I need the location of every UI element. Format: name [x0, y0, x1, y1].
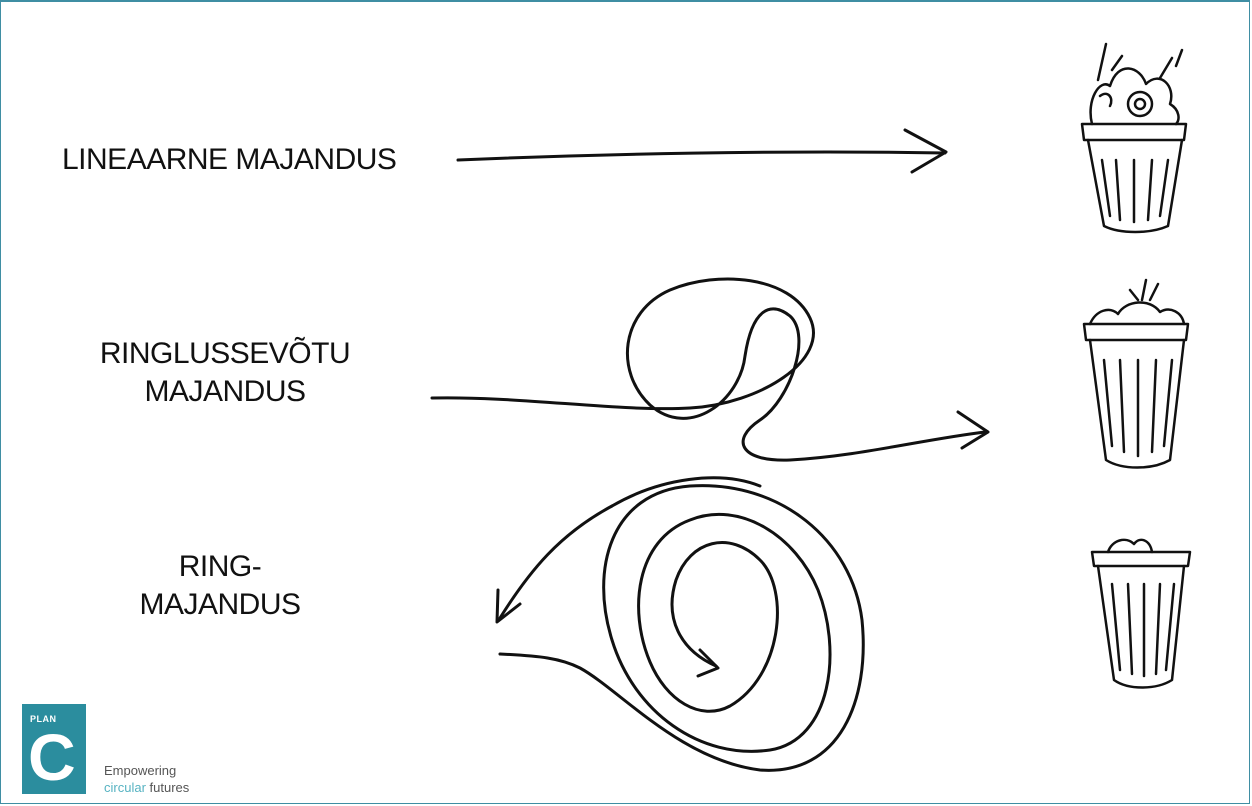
- recycling-loop-arrow: [432, 279, 988, 460]
- linear-arrow: [458, 130, 946, 172]
- plan-c-logo: PLAN C: [22, 704, 86, 794]
- trash-bin-nearly-empty-icon: [1092, 540, 1190, 688]
- trash-bin-half-icon: [1084, 280, 1188, 468]
- trash-bin-full-icon: [1082, 44, 1186, 232]
- tagline-futures: futures: [150, 780, 190, 795]
- tagline-line1: Empowering: [104, 762, 189, 779]
- logo-letter: C: [28, 722, 76, 792]
- logo-tagline: Empowering circular futures: [104, 762, 189, 796]
- circular-spiral-arrow: [497, 478, 863, 770]
- tagline-circular: circular: [104, 780, 146, 795]
